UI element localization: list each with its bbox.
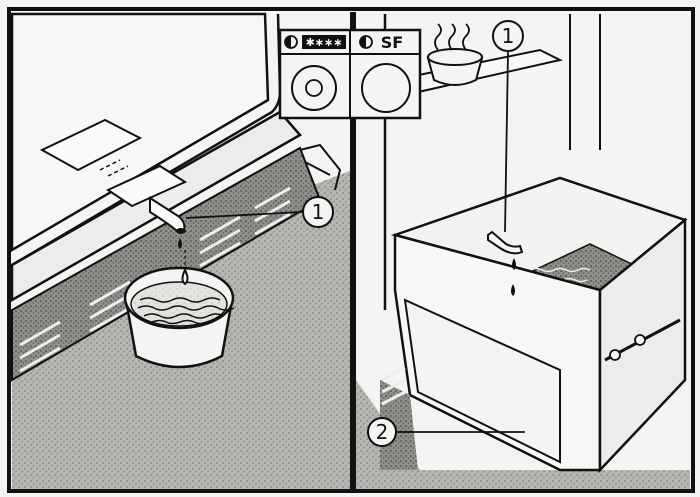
moon-icon-right bbox=[360, 36, 372, 48]
water-drop-bucket bbox=[183, 270, 188, 284]
callout-label-right-drain: 1 bbox=[502, 24, 515, 48]
control-panel-inset: ✱∗∗∗ SF bbox=[280, 30, 420, 118]
moon-icon bbox=[285, 36, 297, 48]
superfrost-label: ✱∗∗∗ bbox=[306, 36, 343, 49]
bucket bbox=[125, 268, 234, 367]
superfridge-button[interactable] bbox=[362, 64, 410, 112]
superfridge-label: SF bbox=[381, 33, 403, 52]
drain-tube-mouth bbox=[176, 228, 186, 234]
callout-label-drawer: 2 bbox=[376, 420, 389, 444]
superfrost-button[interactable] bbox=[292, 66, 336, 110]
callout-label-left-drain: 1 bbox=[312, 200, 325, 224]
